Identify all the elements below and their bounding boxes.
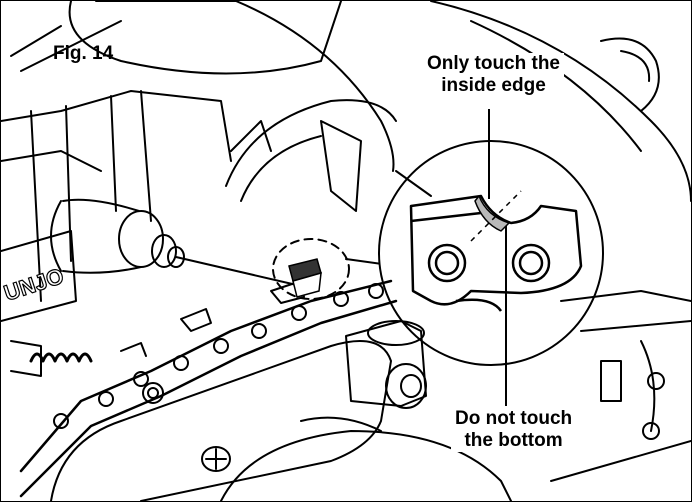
callout-bottom-line1: Do not touch [455, 408, 573, 429]
lever-detail [288, 258, 322, 298]
upper-blade-guard [95, 1, 395, 172]
callout-bottom-line2: the bottom [464, 429, 563, 451]
magnified-link [409, 194, 583, 312]
callout-inside-edge-line1: Only touch the [427, 53, 560, 74]
base-knob [201, 446, 231, 472]
callout-inside-edge-line2: inside edge [441, 74, 546, 96]
arm-housing [1, 90, 232, 162]
saw-chain [19, 279, 398, 498]
zoom-source-circle [272, 238, 350, 300]
machine-brand-text: UNJO [1, 263, 67, 306]
bar-bolt [142, 382, 164, 404]
callout-bottom: Do not touch the bottom [451, 408, 577, 452]
right-guard [430, 1, 691, 202]
inside-edge-highlight [474, 195, 510, 232]
figure-label: Fig. 14 [53, 43, 114, 64]
guide-bar [50, 340, 392, 501]
callout-inside-edge: Only touch the inside edge [423, 53, 564, 97]
